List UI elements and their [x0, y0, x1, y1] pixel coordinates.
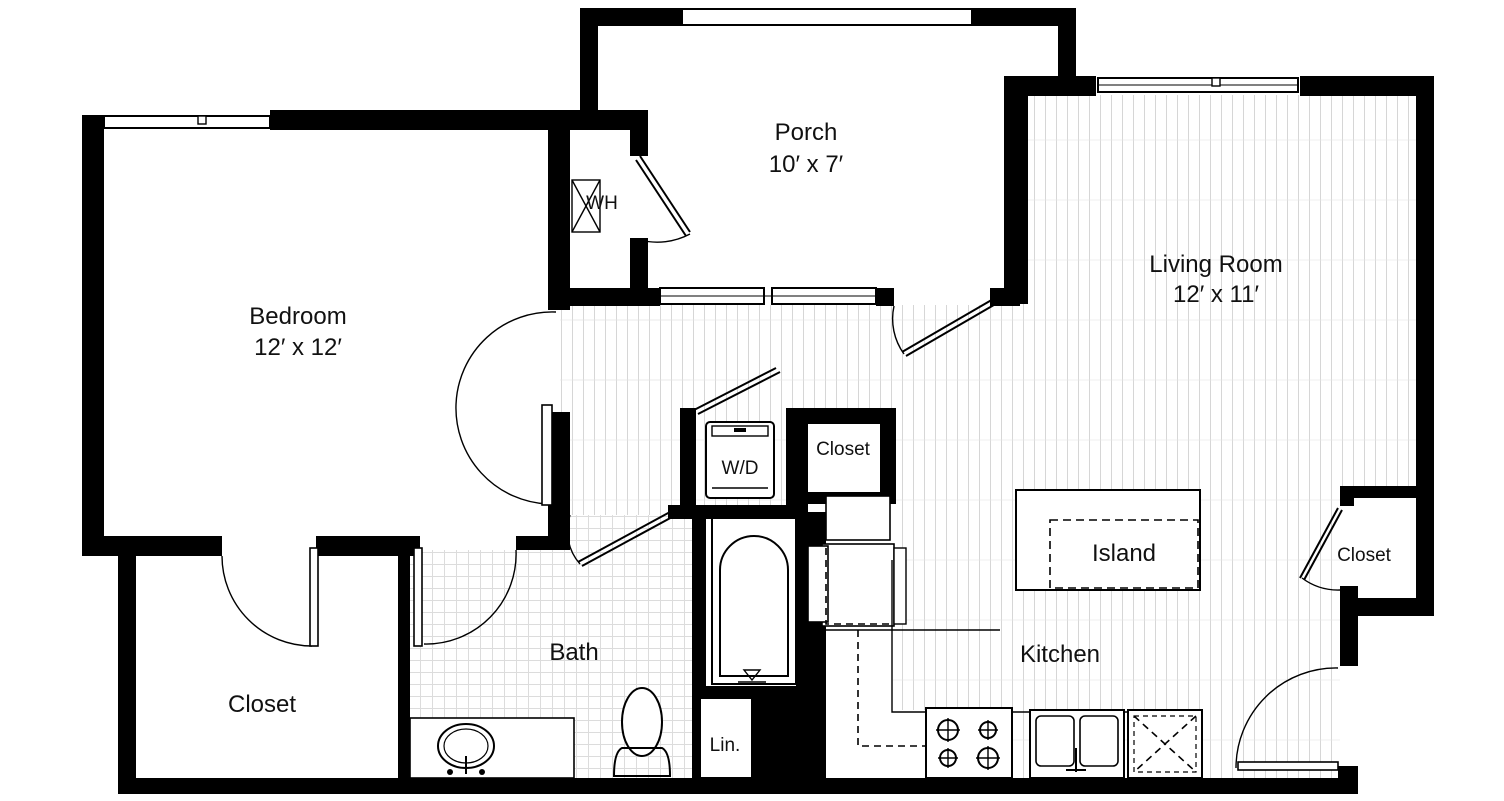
bedroom-closet-label: Closet	[228, 691, 296, 718]
windows	[103, 8, 1299, 305]
porch-size: 10′ x 7′	[769, 151, 844, 178]
doors	[221, 155, 1343, 771]
living-room-name: Living Room	[1149, 251, 1282, 278]
dishwasher-icon	[1127, 709, 1203, 779]
toilet-icon	[612, 687, 672, 777]
linen-cabinet	[699, 697, 753, 779]
bedroom-size: 12′ x 12′	[254, 334, 342, 361]
hall-closet-label: Closet	[816, 439, 871, 460]
range-icon	[925, 707, 1013, 779]
island-icon	[1015, 489, 1201, 591]
living-room-size: 12′ x 11′	[1173, 281, 1259, 308]
porch-name: Porch	[775, 119, 838, 146]
washer-dryer-icon	[705, 421, 775, 499]
kitchen-sink-icon	[1029, 709, 1125, 779]
bedroom-name: Bedroom	[249, 303, 346, 330]
bathtub-icon	[711, 517, 797, 685]
water-heater-icon	[571, 179, 601, 233]
kitchen-cabinets	[807, 495, 1000, 747]
living-kitchen-floor	[572, 95, 1418, 780]
island-label: Island	[1092, 540, 1156, 567]
linen-label: Lin.	[710, 735, 741, 756]
vanity-sink-icon	[409, 717, 575, 779]
living-closet-label: Closet	[1337, 545, 1392, 566]
bath-name: Bath	[549, 639, 598, 666]
washer-dryer-label: W/D	[722, 458, 759, 479]
kitchen-name: Kitchen	[1020, 641, 1100, 668]
water-heater-label: WH	[586, 193, 618, 214]
hall-floor	[560, 305, 690, 515]
